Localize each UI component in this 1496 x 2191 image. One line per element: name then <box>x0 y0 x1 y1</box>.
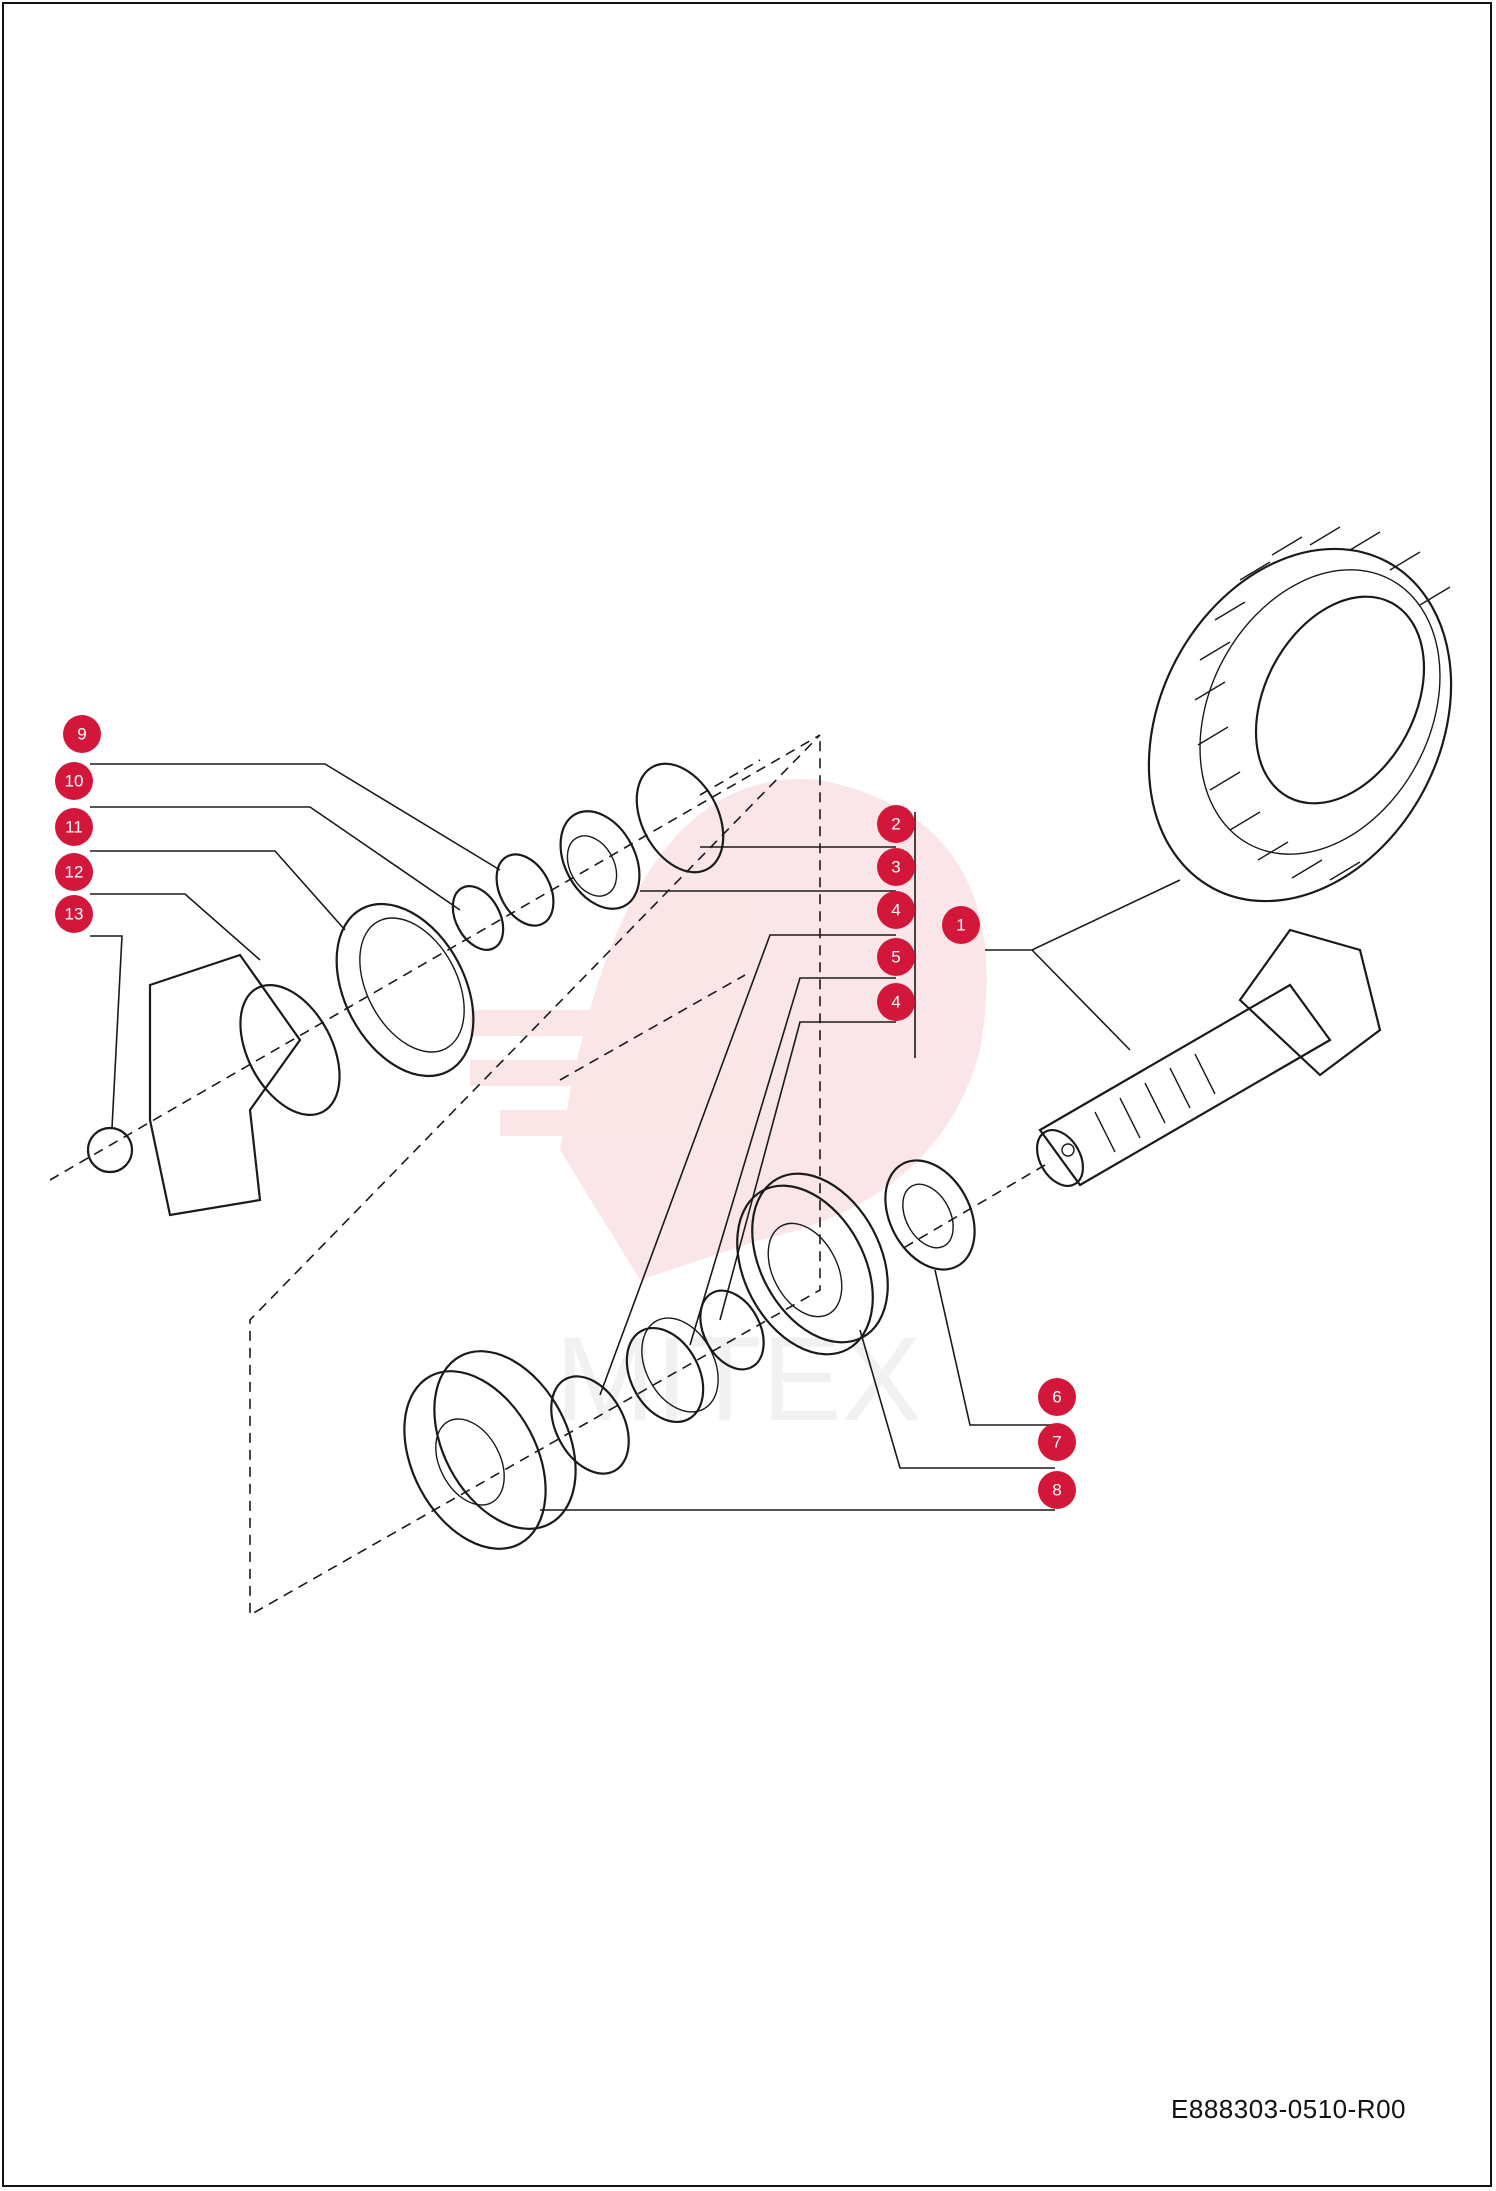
taper-bearing-outer <box>403 1350 577 1550</box>
pinion-shaft <box>1035 928 1382 1187</box>
snap-ring <box>86 1126 134 1174</box>
lock-nut <box>559 810 641 910</box>
callout-7: 7 <box>1038 1423 1076 1461</box>
o-ring <box>451 885 505 951</box>
svg-text:1: 1 <box>956 916 965 935</box>
callout-5: 5 <box>877 938 915 976</box>
callout-11: 11 <box>55 808 93 846</box>
shim-ring <box>550 1375 630 1475</box>
assembly-axis-lines <box>49 734 1046 1617</box>
svg-text:4: 4 <box>891 901 900 920</box>
seal-ring <box>495 853 555 927</box>
lock-washer <box>635 762 725 874</box>
callout-3: 3 <box>877 848 915 886</box>
callout-1: 1 <box>942 906 980 944</box>
callout-2: 2 <box>877 805 915 843</box>
oil-seal <box>335 902 475 1078</box>
drawing-code: E888303-0510-R00 <box>1171 2094 1406 2124</box>
svg-text:10: 10 <box>65 772 84 791</box>
companion-flange-yoke <box>148 953 341 1217</box>
svg-text:12: 12 <box>65 863 84 882</box>
callout-6: 6 <box>1038 1378 1076 1416</box>
svg-text:MITEX: MITEX <box>555 1312 922 1446</box>
svg-text:6: 6 <box>1052 1388 1061 1407</box>
shim-washer <box>884 1159 976 1271</box>
taper-bearing-inner <box>736 1172 889 1356</box>
callout-4b: 4 <box>877 983 915 1021</box>
callout-markers: 9 10 11 12 13 2 3 4 5 4 1 6 7 8 <box>55 715 1076 1509</box>
crown-wheel <box>1147 526 1453 903</box>
collapsible-spacer <box>625 1326 705 1424</box>
svg-text:8: 8 <box>1052 1481 1061 1500</box>
svg-text:13: 13 <box>65 905 84 924</box>
svg-text:5: 5 <box>891 948 900 967</box>
svg-text:7: 7 <box>1052 1433 1061 1452</box>
callout-12: 12 <box>55 853 93 891</box>
svg-text:3: 3 <box>891 858 900 877</box>
callout-8: 8 <box>1038 1471 1076 1509</box>
callout-10: 10 <box>55 762 93 800</box>
callout-9: 9 <box>63 715 101 753</box>
svg-text:2: 2 <box>891 815 900 834</box>
svg-text:11: 11 <box>65 818 83 837</box>
callout-4a: 4 <box>877 891 915 929</box>
svg-text:9: 9 <box>77 725 86 744</box>
svg-text:4: 4 <box>891 993 900 1012</box>
callout-13: 13 <box>55 895 93 933</box>
leader-lines <box>90 763 1181 1511</box>
